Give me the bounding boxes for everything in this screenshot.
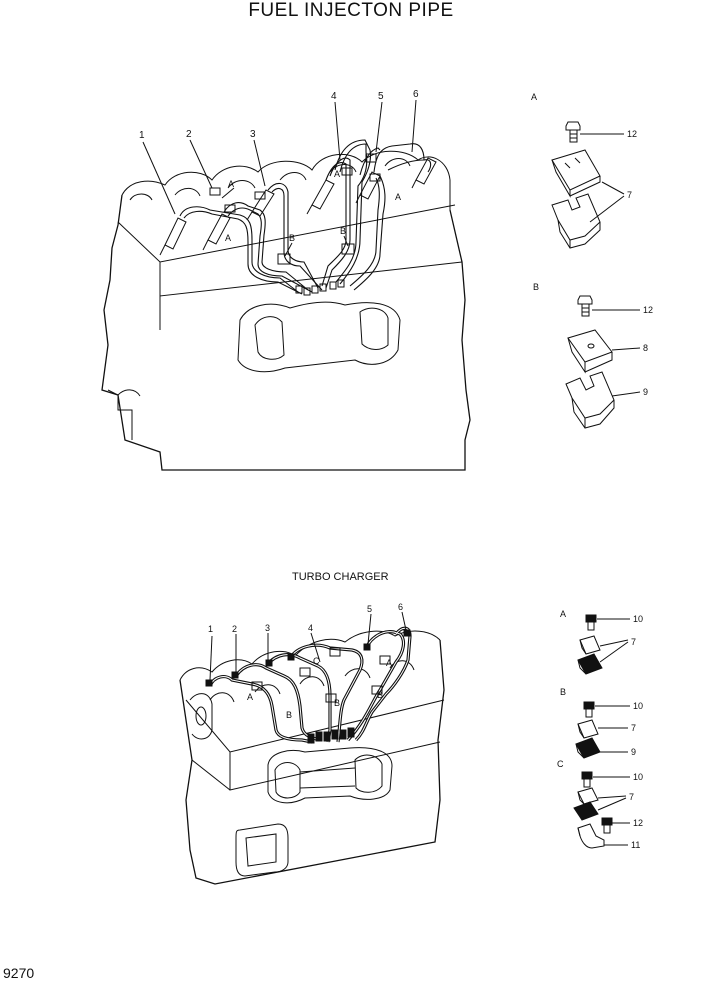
- page-title: FUEL INJECTON PIPE: [248, 0, 454, 21]
- top-marker-a-1: A: [228, 179, 234, 189]
- bottom-callout-1: 1: [208, 624, 213, 634]
- bolt-icon: [565, 121, 581, 143]
- bottom-engine-drawing: [179, 630, 445, 885]
- bottom-marker-a-1: A: [247, 692, 253, 702]
- small-clamp-solid-icon: [575, 737, 601, 759]
- clamp-lower-icon: [565, 371, 615, 429]
- top-callout-2: 2: [186, 129, 192, 140]
- bracket-icon: [577, 823, 605, 849]
- bottom-callout-3: 3: [265, 623, 270, 633]
- bolt-icon: [577, 295, 593, 317]
- top-marker-a-4: A: [395, 192, 401, 202]
- top-callout-5: 5: [378, 91, 384, 102]
- top-detail-b-part-12: 12: [643, 305, 653, 315]
- small-clamp-icon: [577, 787, 599, 805]
- top-marker-a-3: A: [334, 169, 340, 179]
- bottom-detail-b-part-10: 10: [633, 701, 643, 711]
- bottom-marker-a-2: A: [386, 658, 392, 668]
- top-detail-a: A 12 7: [531, 92, 637, 249]
- top-callout-3: 3: [250, 129, 256, 140]
- top-detail-b-part-8: 8: [643, 343, 648, 353]
- bottom-detail-c-part-7: 7: [629, 792, 634, 802]
- bottom-detail-a-part-10: 10: [633, 614, 643, 624]
- small-bolt-icon: [581, 771, 593, 788]
- top-callout-1: 1: [139, 130, 145, 141]
- top-detail-b: B 12 8 9: [533, 282, 653, 429]
- top-callout-labels: 1 2 3 4 5 6 A A A A B B: [139, 89, 419, 243]
- top-callout-leaders: [142, 99, 417, 257]
- bottom-detail-b-part-9: 9: [631, 747, 636, 757]
- top-callout-6: 6: [413, 89, 419, 100]
- clamp-upper-icon: [567, 329, 613, 374]
- turbo-charger-subtitle: TURBO CHARGER: [292, 571, 389, 583]
- bottom-detail-b-part-7: 7: [631, 723, 636, 733]
- small-clamp-solid-icon: [573, 801, 599, 821]
- small-clamp-icon: [577, 719, 599, 739]
- bottom-callout-leaders: [209, 611, 407, 681]
- bottom-marker-b-1: B: [286, 710, 292, 720]
- bottom-callout-5: 5: [367, 604, 372, 614]
- top-detail-a-part-7: 7: [627, 190, 632, 200]
- bottom-detail-a-label: A: [560, 609, 566, 619]
- bottom-detail-c-part-12: 12: [633, 818, 643, 828]
- bottom-callout-labels: 1 2 3 4 5 6 A A B B B C: [208, 602, 403, 720]
- clamp-upper-icon: [551, 149, 601, 198]
- bottom-detail-c-label: C: [557, 759, 564, 769]
- small-bolt-icon: [601, 817, 613, 834]
- bottom-detail-b: B 10 7 9: [560, 687, 643, 759]
- top-detail-b-label: B: [533, 282, 539, 292]
- top-clamps: [209, 153, 381, 296]
- top-engine-drawing: [101, 150, 471, 471]
- small-clamp-icon: [579, 635, 601, 655]
- top-marker-b-2: B: [340, 226, 346, 236]
- bottom-detail-a: A 10 7: [560, 609, 643, 675]
- top-marker-a-2: A: [225, 233, 231, 243]
- bottom-callout-2: 2: [232, 624, 237, 634]
- bottom-detail-c: C 10 7 12 11: [557, 759, 643, 850]
- top-detail-b-part-9: 9: [643, 387, 648, 397]
- bottom-injection-pipes: [205, 626, 412, 744]
- small-bolt-icon: [585, 614, 597, 631]
- top-detail-a-label: A: [531, 92, 537, 102]
- small-clamp-solid-icon: [577, 653, 603, 675]
- top-marker-b-1: B: [289, 233, 295, 243]
- top-detail-a-part-12: 12: [627, 129, 637, 139]
- page-number: 9270: [3, 965, 35, 981]
- bottom-detail-b-label: B: [560, 687, 566, 697]
- bottom-callout-6: 6: [398, 602, 403, 612]
- top-callout-4: 4: [331, 91, 337, 102]
- bottom-detail-c-part-11: 11: [631, 840, 640, 850]
- clamp-lower-icon: [551, 193, 601, 249]
- bottom-marker-b-2: B: [334, 698, 340, 708]
- bottom-callout-4: 4: [308, 623, 313, 633]
- bottom-detail-c-part-10: 10: [633, 772, 643, 782]
- bottom-marker-b-3: B: [377, 690, 383, 700]
- small-bolt-icon: [583, 701, 595, 718]
- bottom-marker-c: C: [313, 656, 320, 666]
- bottom-detail-a-part-7: 7: [631, 637, 636, 647]
